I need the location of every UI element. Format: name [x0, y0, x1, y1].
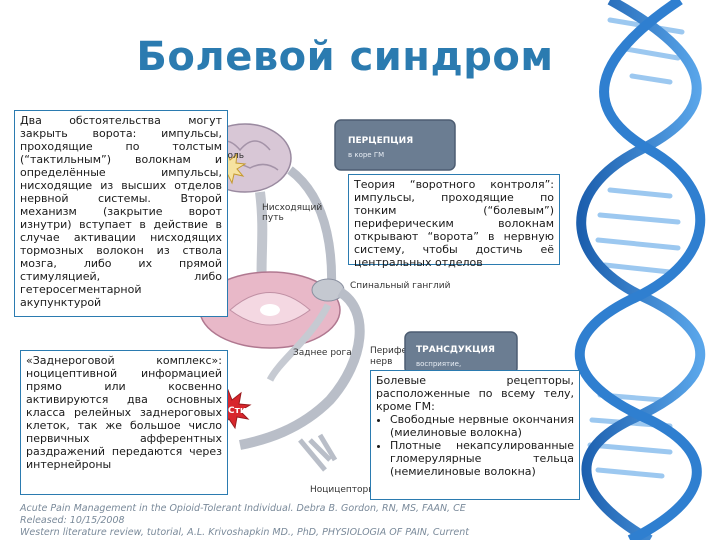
gate-closing-text: Два обстоятельства могут закрыть ворота:…	[20, 114, 222, 309]
descending-label-1: Нисходящий	[262, 203, 322, 213]
list-item: Плотные некапсулированные гломерулярные …	[390, 439, 574, 478]
gate-closing-textbox: Два обстоятельства могут закрыть ворота:…	[14, 110, 228, 317]
stimulus-label: Стимул	[228, 406, 266, 416]
slide-title: Болевой синдром	[0, 34, 690, 80]
pain-receptors-textbox: Болевые рецепторы, расположенные по всем…	[370, 370, 580, 500]
dna-helix-decoration	[570, 0, 720, 540]
nociceptor-endings	[300, 435, 335, 470]
gate-control-theory-textbox: Теория “воротного контроля”: импульсы, п…	[348, 174, 560, 265]
gate-control-theory-text: Теория “воротного контроля”: импульсы, п…	[354, 178, 554, 269]
perception-subtitle: в коре ГМ	[348, 151, 384, 159]
spinal-ganglion	[312, 279, 344, 301]
reference-line: Acute Pain Management in the Opioid-Tole…	[20, 503, 580, 515]
pain-receptors-list: Свободные нервные окончания (миелиновые …	[376, 413, 574, 478]
spinal-ganglion-label: Спинальный ганглий	[350, 281, 451, 291]
references: Acute Pain Management in the Opioid-Tole…	[20, 503, 580, 539]
peripheral-nerve-label-2: нерв	[370, 357, 392, 367]
dorsal-horn-complex-text: «Заднероговой комплекс»: ноцицептивной и…	[26, 354, 222, 471]
transduction-title: ТРАНСДУКЦИЯ	[416, 345, 495, 355]
perception-title: ПЕРЦЕПЦИЯ	[348, 136, 413, 146]
reference-line: Released: 10/15/2008	[20, 515, 580, 527]
transduction-panel: ТРАНСДУКЦИЯ восприятие,	[405, 332, 517, 374]
descending-label-2: путь	[262, 213, 284, 223]
nociceptors-label: Ноцицепторы	[310, 485, 375, 495]
perception-panel: ПЕРЦЕПЦИЯ в коре ГМ	[335, 120, 455, 170]
reference-line: Western literature review, tutorial, A.L…	[20, 527, 580, 539]
dorsal-horn-label: Заднее рога	[293, 348, 352, 358]
list-item: Свободные нервные окончания (миелиновые …	[390, 413, 574, 439]
dorsal-horn-complex-textbox: «Заднероговой комплекс»: ноцицептивной и…	[20, 350, 228, 495]
transduction-subtitle: восприятие,	[416, 360, 461, 368]
pain-receptors-intro: Болевые рецепторы, расположенные по всем…	[376, 374, 574, 413]
